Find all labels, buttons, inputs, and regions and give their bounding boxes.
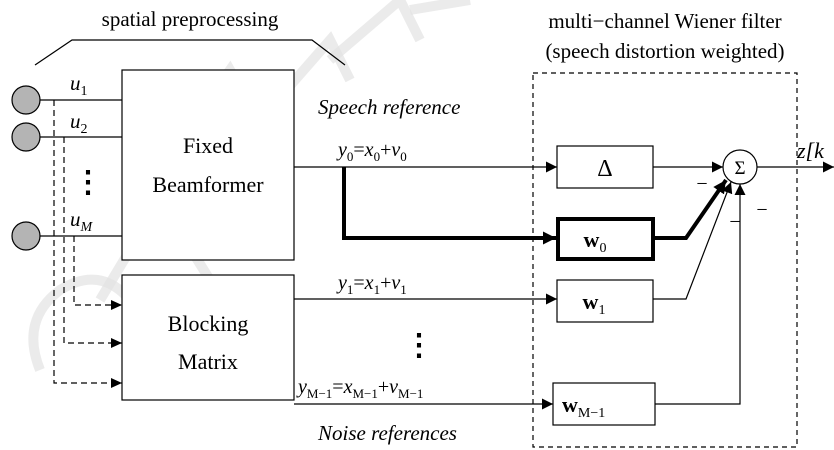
wM1-filter-block	[552, 382, 656, 426]
blocking-matrix-label-line2: Matrix	[178, 349, 238, 374]
blocking-matrix-label-line1: Blocking	[168, 311, 249, 336]
sigma-symbol: Σ	[734, 158, 745, 179]
microphone-2	[11, 122, 41, 152]
dashed-feed-arrowheads	[111, 300, 122, 388]
mic1-label: u1	[70, 71, 88, 99]
w1-to-sum-line	[653, 181, 733, 300]
yM1-equation: yM−1=xM−1+vM−1	[296, 376, 423, 401]
spatial-preprocessing-bracket	[34, 39, 346, 66]
mwf-dashed-frame	[532, 72, 798, 448]
microphone-icon	[11, 122, 41, 152]
y1-equation: y1=x1+v1	[336, 272, 407, 297]
blocking-matrix-block	[121, 274, 295, 401]
w1-filter-block	[556, 279, 654, 323]
micM-label: uM	[70, 207, 94, 235]
w0-label: w0	[584, 227, 607, 256]
speech-reference-label: Speech reference	[318, 95, 460, 119]
blocking-matrix-dashed-feeds	[53, 100, 122, 384]
microphone-1	[11, 85, 41, 115]
mic2-label: u2	[70, 109, 88, 137]
wM1-to-sum-line	[655, 184, 746, 405]
sum-sign-wM1: −	[756, 199, 767, 221]
w1-label: w1	[583, 289, 606, 318]
fixed-beamformer-label-line2: Beamformer	[152, 172, 264, 197]
sum-sign-w0: −	[696, 173, 707, 195]
reference-vertical-ellipsis: ⋮	[404, 329, 434, 362]
wM1-label: wM−1	[562, 392, 605, 421]
y0-to-w0-thick-line	[342, 167, 556, 245]
microphone-M	[11, 221, 41, 251]
fixed-beamformer-label-line1: Fixed	[183, 133, 233, 158]
output-label: z[k	[796, 138, 825, 163]
mic-vertical-ellipsis: ⋮	[73, 166, 103, 199]
noise-references-label: Noise references	[317, 421, 457, 445]
microphone-icon	[11, 221, 41, 251]
mwf-title-line1: multi−channel Wiener filter	[548, 9, 781, 33]
spatial-preprocessing-label: spatial preprocessing	[102, 7, 279, 31]
w0-to-sum-thick-line	[653, 178, 728, 240]
sum-sign-w1: −	[729, 211, 740, 233]
y0-equation: y0=x0+v0	[336, 139, 407, 164]
mwf-title-line2: (speech distortion weighted)	[545, 39, 784, 63]
w0-filter-block	[556, 217, 655, 261]
delta-symbol: Δ	[597, 156, 612, 182]
fixed-beamformer-block	[121, 69, 295, 261]
microphone-icon	[11, 85, 41, 115]
